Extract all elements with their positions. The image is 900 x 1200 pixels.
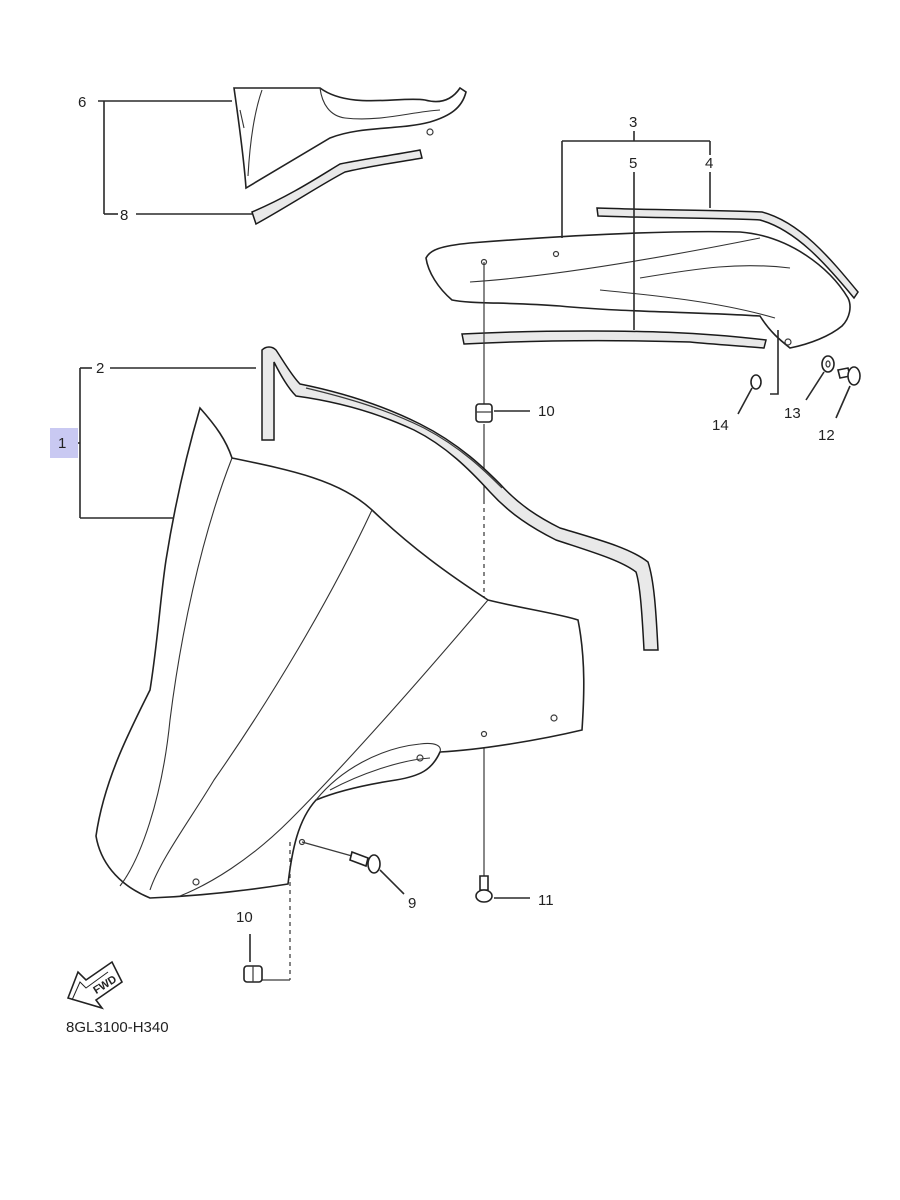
washer-14 (737, 374, 762, 415)
windshield-seal-2 (261, 346, 659, 651)
bolt-12 (835, 366, 861, 419)
part-number-2[interactable]: 2 (96, 360, 104, 377)
fwd-arrow-icon: FWD (66, 960, 124, 1010)
part-number-13[interactable]: 13 (784, 405, 801, 422)
weatherstrip-8 (251, 149, 423, 226)
part-number-10-lower[interactable]: 10 (236, 909, 253, 926)
upper-cowl-panel (233, 86, 467, 190)
part-number-14[interactable]: 14 (712, 417, 729, 434)
leader-6-8 (98, 100, 252, 215)
weatherstrip-5 (461, 330, 767, 349)
screw-9 (301, 841, 405, 895)
part-number-10-upper[interactable]: 10 (538, 403, 555, 420)
part-number-4[interactable]: 4 (705, 155, 713, 172)
part-number-8[interactable]: 8 (120, 207, 128, 224)
part-number-5[interactable]: 5 (629, 155, 637, 172)
side-cover-panel (425, 230, 851, 349)
weatherstrip-4 (596, 207, 859, 300)
washer-13 (805, 355, 835, 401)
windshield-1 (95, 406, 585, 899)
leader-1-2 (74, 367, 256, 519)
part-number-12[interactable]: 12 (818, 427, 835, 444)
fastener-line-center (480, 258, 488, 876)
grommet-10-lower (243, 934, 263, 983)
part-1-highlight (50, 428, 78, 458)
bracket-leader (770, 330, 779, 395)
leader-3-4-5 (561, 131, 711, 330)
part-number-1[interactable]: 1 (58, 435, 66, 452)
bolt-11 (475, 875, 530, 903)
part-number-6[interactable]: 6 (78, 94, 86, 111)
fastener-line-lower (262, 842, 291, 981)
grommet-10-upper (475, 403, 530, 423)
part-number-9[interactable]: 9 (408, 895, 416, 912)
diagram-code: 8GL3100-H340 (66, 1019, 169, 1036)
part-number-3[interactable]: 3 (629, 114, 637, 131)
part-number-11[interactable]: 11 (538, 892, 554, 909)
